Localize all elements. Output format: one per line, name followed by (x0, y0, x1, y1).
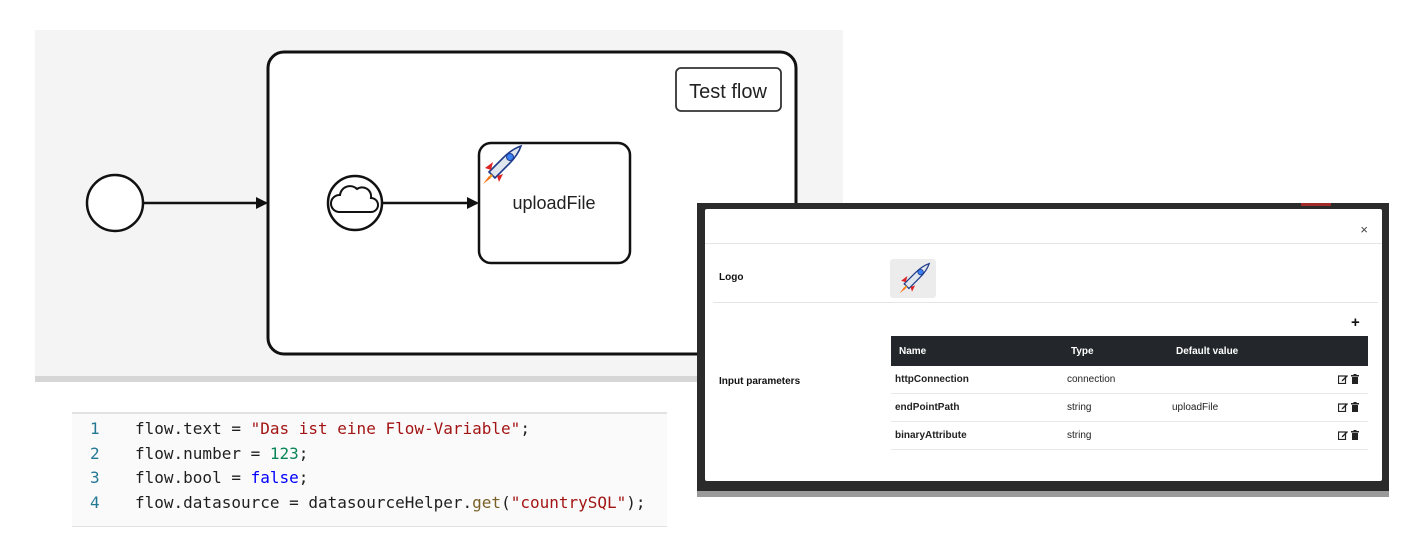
line-number: 2 (90, 443, 100, 463)
code-token: flow.datasource = datasourceHelper. (135, 492, 473, 512)
param-name: endPointPath (891, 393, 1063, 422)
cloud-event[interactable] (326, 174, 384, 232)
code-editor[interactable]: 1 flow.text = "Das ist eine Flow-Variable… (72, 412, 667, 527)
trash-icon[interactable] (1350, 374, 1360, 385)
edit-icon[interactable] (1338, 374, 1348, 385)
column-header-name: Name (891, 336, 1063, 366)
line-code: flow.number = 123; (135, 442, 308, 466)
task-label: uploadFile (512, 193, 595, 213)
trash-icon[interactable] (1350, 430, 1360, 441)
param-actions (1316, 366, 1368, 394)
edit-icon[interactable] (1338, 430, 1348, 441)
param-default (1168, 421, 1316, 450)
param-name: binaryAttribute (891, 421, 1063, 450)
param-type: connection (1063, 366, 1168, 394)
table-header-row: Name Type Default value (891, 336, 1368, 366)
param-default (1168, 366, 1316, 394)
code-token: false (250, 468, 299, 487)
param-name: httpConnection (891, 366, 1063, 394)
code-token: ; (298, 443, 309, 463)
column-header-default: Default value (1168, 336, 1316, 366)
code-token: flow.number = (135, 443, 270, 463)
code-token: ( (501, 492, 511, 512)
logo-picker[interactable] (890, 259, 936, 298)
code-token: get (472, 492, 502, 512)
start-event[interactable] (85, 173, 145, 233)
code-token: ); (626, 492, 646, 512)
backdrop-accent (1301, 203, 1331, 206)
column-header-type: Type (1063, 336, 1168, 366)
upload-file-task[interactable]: uploadFile (477, 141, 632, 265)
param-default: uploadFile (1168, 393, 1316, 422)
task-settings-modal: × Logo Input parameters + Name (705, 209, 1382, 481)
code-token: ; (298, 468, 309, 487)
subprocess-title: Test flow (689, 81, 767, 103)
divider (705, 243, 1382, 244)
line-code: flow.text = "Das ist eine Flow-Variable"… (135, 417, 530, 441)
edit-icon[interactable] (1338, 402, 1348, 413)
line-number: 1 (90, 419, 100, 438)
divider (713, 302, 1378, 303)
param-actions (1316, 421, 1368, 450)
param-actions (1316, 393, 1368, 422)
diagram-bottom-border (35, 376, 843, 382)
column-header-actions (1316, 336, 1368, 366)
cloud-icon (330, 185, 379, 213)
param-type: string (1063, 393, 1168, 422)
code-token: flow.text = (135, 419, 251, 438)
code-token: flow.bool = (135, 468, 251, 487)
rocket-icon (483, 144, 523, 184)
line-number: 4 (90, 492, 100, 512)
line-code: flow.datasource = datasourceHelper.get("… (135, 491, 646, 515)
code-token: 123 (269, 443, 299, 463)
code-token: "Das ist eine Flow-Variable" (250, 419, 521, 438)
modal-backdrop: × Logo Input parameters + Name (697, 203, 1389, 491)
subprocess-label[interactable]: Test flow (675, 67, 782, 112)
rocket-icon (899, 262, 931, 294)
code-token: "countrySQL" (510, 492, 627, 512)
code-token: ; (520, 419, 530, 438)
add-parameter-button[interactable]: + (1351, 314, 1360, 331)
input-parameters-label: Input parameters (719, 376, 801, 387)
line-number: 3 (90, 468, 100, 487)
trash-icon[interactable] (1350, 402, 1360, 413)
logo-label: Logo (719, 272, 744, 283)
param-type: string (1063, 421, 1168, 450)
line-code: flow.bool = false; (135, 466, 308, 490)
close-icon[interactable]: × (1360, 222, 1368, 237)
